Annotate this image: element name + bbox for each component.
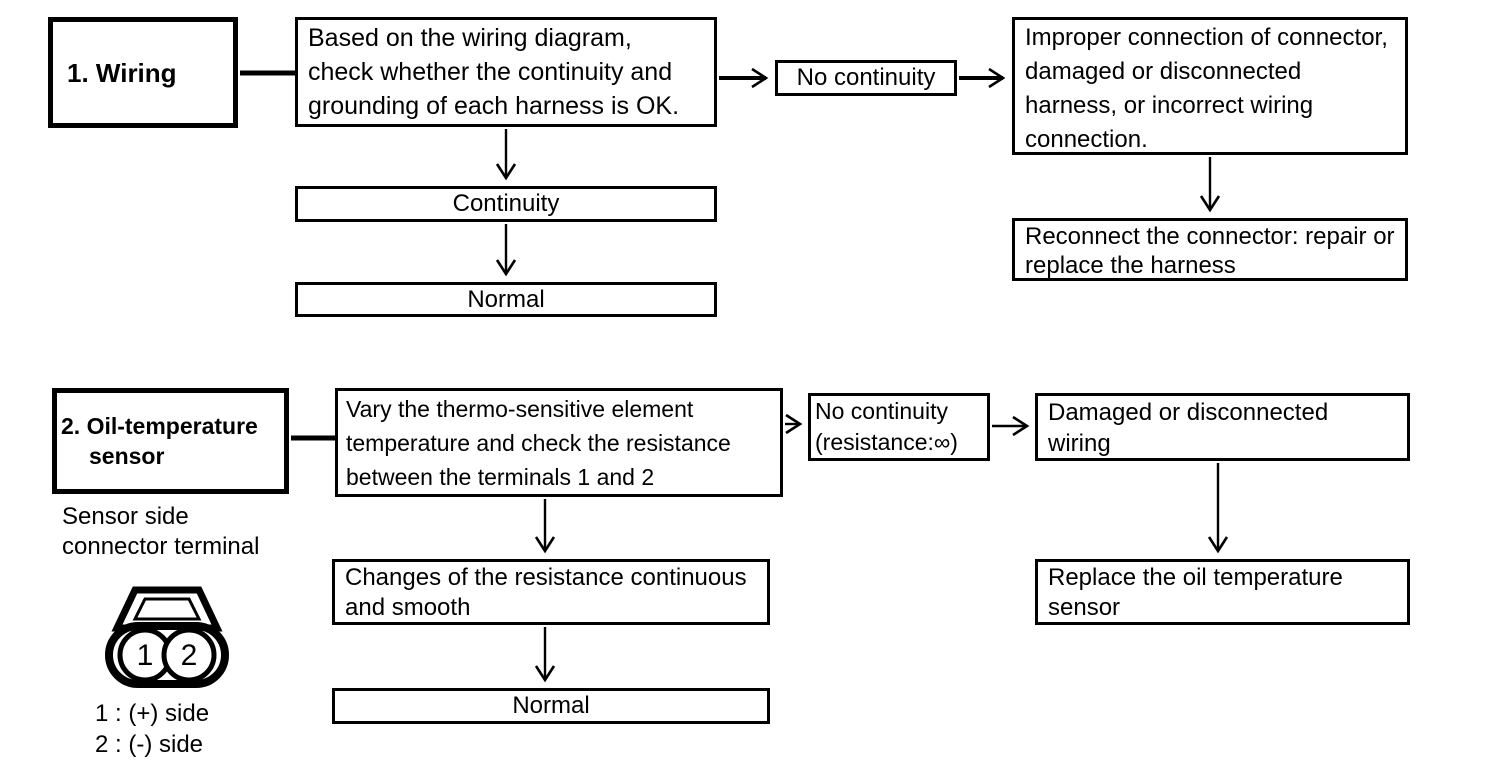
step1-remedy-text: Reconnect the connector: repair or repla… — [1025, 223, 1395, 279]
step1-continuity-text: Continuity — [452, 190, 560, 217]
step1-check-text: Based on the wiring diagram, check wheth… — [308, 24, 680, 120]
step1-check-box: Based on the wiring diagram, check wheth… — [295, 17, 717, 127]
step2-label: 2. Oil-temperature sensor — [61, 413, 258, 469]
step2-no-continuity-text: No continuity (resistance:∞) — [815, 398, 958, 455]
step2-normal-box: Normal — [332, 688, 770, 724]
step1-cause-box: Improper connection of connector, damage… — [1012, 17, 1408, 155]
pin2-number: 2 — [181, 639, 198, 672]
step1-label: 1. Wiring — [67, 57, 177, 88]
step2-oil-temperature-sensor-box: 2. Oil-temperature sensor — [52, 388, 289, 494]
step1-wiring-box: 1. Wiring — [48, 17, 238, 128]
step2-result-text: Changes of the resistance continuous and… — [345, 564, 747, 621]
step2-remedy-box: Replace the oil temperature sensor — [1035, 559, 1410, 625]
step2-no-continuity-box: No continuity (resistance:∞) — [808, 393, 990, 461]
step1-normal-box: Normal — [295, 282, 717, 317]
step1-normal-text: Normal — [467, 285, 545, 313]
step2-cause-box: Damaged or disconnected wiring — [1035, 393, 1410, 461]
pin-legend-1: 1 : (+) side — [95, 700, 210, 727]
step2-check-box: Vary the thermo-sensitive element temper… — [335, 388, 783, 497]
pin2-circle — [161, 627, 217, 683]
pin-legend-2: 2 : (-) side — [95, 731, 204, 758]
step1-no-continuity-text: No continuity — [796, 64, 936, 91]
step1-cause-text: Improper connection of connector, damage… — [1025, 24, 1388, 153]
step2-cause-text: Damaged or disconnected wiring — [1048, 399, 1329, 457]
connector-pinout-icon: 1 2 — [105, 586, 229, 688]
connector-key-inner — [132, 597, 202, 621]
step1-no-continuity-box: No continuity — [775, 60, 957, 96]
step1-remedy-box: Reconnect the connector: repair or repla… — [1012, 218, 1408, 281]
sensor-side-note: Sensor side connector terminal — [62, 503, 260, 560]
pin1-number: 1 — [137, 639, 154, 672]
step2-check-text: Vary the thermo-sensitive element temper… — [346, 395, 731, 490]
step2-result-box: Changes of the resistance continuous and… — [332, 559, 770, 625]
step1-continuity-box: Continuity — [295, 186, 717, 222]
step2-remedy-text: Replace the oil temperature sensor — [1048, 564, 1343, 621]
step2-normal-text: Normal — [512, 692, 590, 719]
